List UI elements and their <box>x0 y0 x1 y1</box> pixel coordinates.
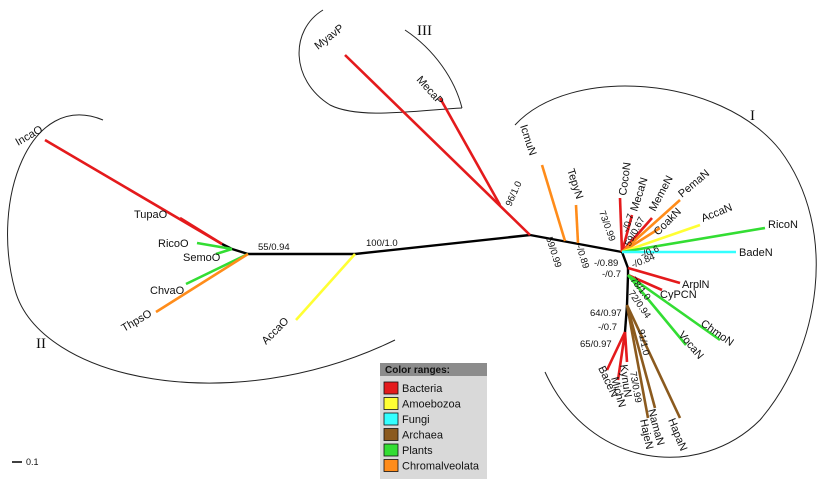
branch-MecaN <box>620 214 634 253</box>
support-value: 55/0.94 <box>258 242 290 253</box>
support-value: 73/0.99 <box>627 371 643 404</box>
branch-RicoO <box>196 241 233 251</box>
clade-label-I: I <box>750 108 755 124</box>
legend-swatch <box>383 412 399 426</box>
taxon-label: TupaO <box>134 209 168 221</box>
legend-swatch <box>383 459 399 472</box>
legend-header <box>380 363 487 376</box>
taxon-label: PemaN <box>676 167 712 200</box>
legend-label: Fungi <box>402 414 430 426</box>
legend-swatch <box>383 397 399 410</box>
taxon-label: CyPCN <box>660 289 697 301</box>
clade-arc-I <box>514 85 817 458</box>
support-value: -/0.7 <box>602 269 621 280</box>
taxon-label: ArplN <box>682 279 710 291</box>
branch-SemoO <box>215 247 233 256</box>
branch-PemaN <box>621 199 681 253</box>
taxon-label: ChmoN <box>698 318 735 349</box>
branch-ArplN <box>627 266 681 285</box>
taxon-label: ChvaO <box>150 285 185 297</box>
taxon-label: MecaP <box>414 74 446 107</box>
taxon-label: AccaO <box>260 315 292 347</box>
legend-title: Color ranges: <box>385 365 450 376</box>
support-value: 100/1.0 <box>366 238 398 249</box>
branch-CoakN <box>621 226 661 254</box>
branch-MyavP <box>344 54 531 236</box>
clade-arc-III <box>298 9 463 114</box>
branch-IcmuN <box>540 164 567 242</box>
branch-AccaN <box>621 223 701 254</box>
branch-MichN <box>616 331 627 381</box>
clade-arc-III-end <box>404 29 463 109</box>
support-value: -/0.89 <box>573 244 591 271</box>
legend-label: Amoebozoa <box>402 399 462 411</box>
branch-VocaN <box>626 274 688 346</box>
taxon-label: SemoO <box>183 252 221 264</box>
branch-HajeN <box>625 304 650 419</box>
branch-HapaN <box>625 304 682 419</box>
branch-TepyN <box>574 204 580 244</box>
branch-AccaO <box>295 253 356 321</box>
branch-CocoN <box>618 197 624 253</box>
taxon-label: RicoN <box>768 219 798 231</box>
support-value: 65/0.97 <box>580 339 612 350</box>
legend-swatch <box>383 381 399 395</box>
legend-swatch <box>383 428 399 441</box>
support-value: -/0.84 <box>630 251 657 270</box>
legend-label: Archaea <box>402 430 444 442</box>
legend-label: Plants <box>402 445 433 457</box>
taxon-label: IncaO <box>14 123 46 148</box>
taxon-label: MyavP <box>312 22 346 52</box>
legend-label: Bacteria <box>402 383 443 395</box>
legend-swatch <box>383 443 399 457</box>
taxon-label: ThpsO <box>120 307 155 334</box>
branch-NamaN <box>625 304 657 409</box>
clade-arc-II <box>7 114 396 384</box>
clade-label-III: III <box>417 23 432 39</box>
support-value: 64/0.97 <box>590 308 622 319</box>
taxon-label: RicoO <box>158 238 189 250</box>
taxon-label: VocaN <box>676 329 706 362</box>
support-value: -/0.7 <box>598 322 617 333</box>
scale-label: 0.1 <box>26 457 39 467</box>
legend-items: BacteriaAmoebozoaFungiArchaeaPlantsChrom… <box>383 381 480 473</box>
taxon-label: AccaN <box>700 201 735 224</box>
support-value: 91/1.0 <box>635 328 651 356</box>
branch-KynuN <box>623 331 629 363</box>
support-value: 96/1.0 <box>504 180 525 209</box>
taxon-label: TepyN <box>564 167 585 200</box>
clade-label-II: II <box>36 336 46 352</box>
support-value: 73/0.99 <box>596 209 617 243</box>
branch-RicoN <box>621 226 766 254</box>
taxon-label: BadeN <box>739 247 773 259</box>
taxon-label: KynuN <box>617 364 633 398</box>
branch-BaceN <box>605 331 627 371</box>
support-value: -/0.89 <box>594 258 618 269</box>
branch-ChmoN <box>627 273 721 342</box>
branch-TupaO <box>179 216 223 246</box>
color-legend: Color ranges: BacteriaAmoebozoaFungiArch… <box>380 363 487 479</box>
branch-MecaP <box>438 97 502 206</box>
taxon-label: HapaN <box>665 417 689 453</box>
taxon-label: IcmuN <box>517 123 538 157</box>
legend-label: Chromalveolata <box>402 461 480 473</box>
branch-ThpsO <box>155 252 249 314</box>
taxon-label: CocoN <box>617 161 634 196</box>
